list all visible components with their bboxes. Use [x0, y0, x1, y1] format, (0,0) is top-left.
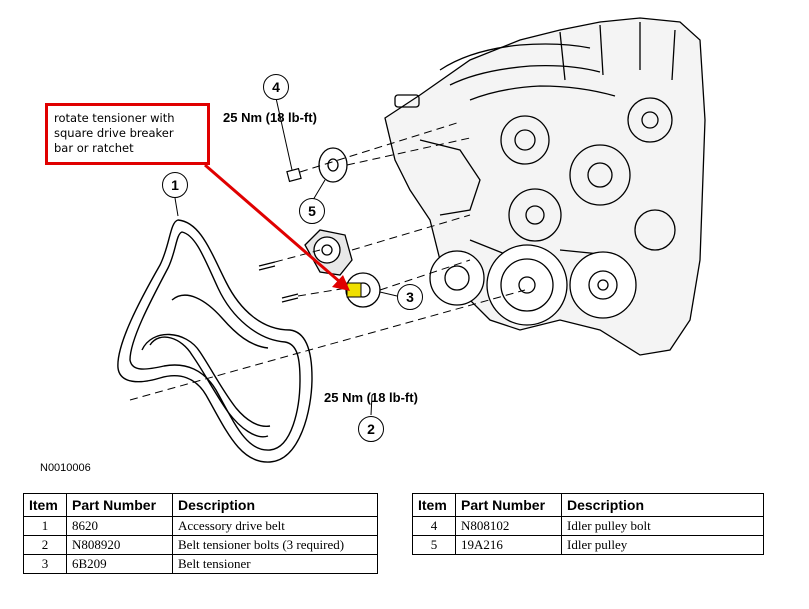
table-row: 2 N808920 Belt tensioner bolts (3 requir… [23, 535, 378, 555]
bolts [258, 167, 302, 303]
cell-item: 4 [412, 516, 456, 536]
item-marker-3: 3 [397, 284, 423, 310]
callout-line-2: square drive breaker [54, 126, 174, 140]
accessory-pulleys [429, 244, 637, 326]
col-part-number: Part Number [66, 493, 173, 517]
torque-spec-tensioner-bolts: 25 Nm (18 lb-ft) [324, 390, 418, 405]
cell-part: 19A216 [455, 535, 562, 555]
item-marker-1: 1 [162, 172, 188, 198]
cell-desc: Belt tensioner [172, 554, 378, 574]
torque-spec-idler-bolt: 25 Nm (18 lb-ft) [223, 110, 317, 125]
col-item: Item [412, 493, 456, 517]
figure-id: N0010006 [40, 462, 91, 474]
cell-desc: Accessory drive belt [172, 516, 378, 536]
parts-table-right: Item Part Number Description 4 N808102 I… [412, 493, 764, 555]
tensioner-instruction-callout: rotate tensioner with square drive break… [45, 103, 210, 165]
col-description: Description [172, 493, 378, 517]
cell-part: N808920 [66, 535, 173, 555]
dashed-leaders [129, 121, 526, 401]
cell-item: 5 [412, 535, 456, 555]
cell-part: 8620 [66, 516, 173, 536]
cell-item: 3 [23, 554, 67, 574]
table-header-row: Item Part Number Description [412, 493, 764, 517]
belt-routing-diagram [117, 17, 706, 463]
marker-leaders [174, 97, 398, 416]
callout-line-1: rotate tensioner with [54, 111, 175, 125]
table-row: 5 19A216 Idler pulley [412, 535, 764, 555]
callout-arrow [204, 163, 350, 291]
cell-item: 1 [23, 516, 67, 536]
callout-line-3: bar or ratchet [54, 141, 134, 155]
item-marker-5: 5 [299, 198, 325, 224]
cell-desc: Idler pulley bolt [561, 516, 764, 536]
item-marker-2: 2 [358, 416, 384, 442]
col-description: Description [561, 493, 764, 517]
table-row: 4 N808102 Idler pulley bolt [412, 516, 764, 536]
table-row: 1 8620 Accessory drive belt [23, 516, 378, 536]
item-marker-4: 4 [263, 74, 289, 100]
cell-item: 2 [23, 535, 67, 555]
cell-desc: Idler pulley [561, 535, 764, 555]
cell-part: N808102 [455, 516, 562, 536]
table-row: 3 6B209 Belt tensioner [23, 554, 378, 574]
cell-desc: Belt tensioner bolts (3 required) [172, 535, 378, 555]
table-header-row: Item Part Number Description [23, 493, 378, 517]
col-part-number: Part Number [455, 493, 562, 517]
accessory-drive-belt [117, 219, 313, 463]
belt-tensioner-assembly [304, 229, 381, 308]
col-item: Item [23, 493, 67, 517]
cell-part: 6B209 [66, 554, 173, 574]
idler-pulley [318, 147, 348, 183]
parts-table-left: Item Part Number Description 1 8620 Acce… [23, 493, 378, 574]
